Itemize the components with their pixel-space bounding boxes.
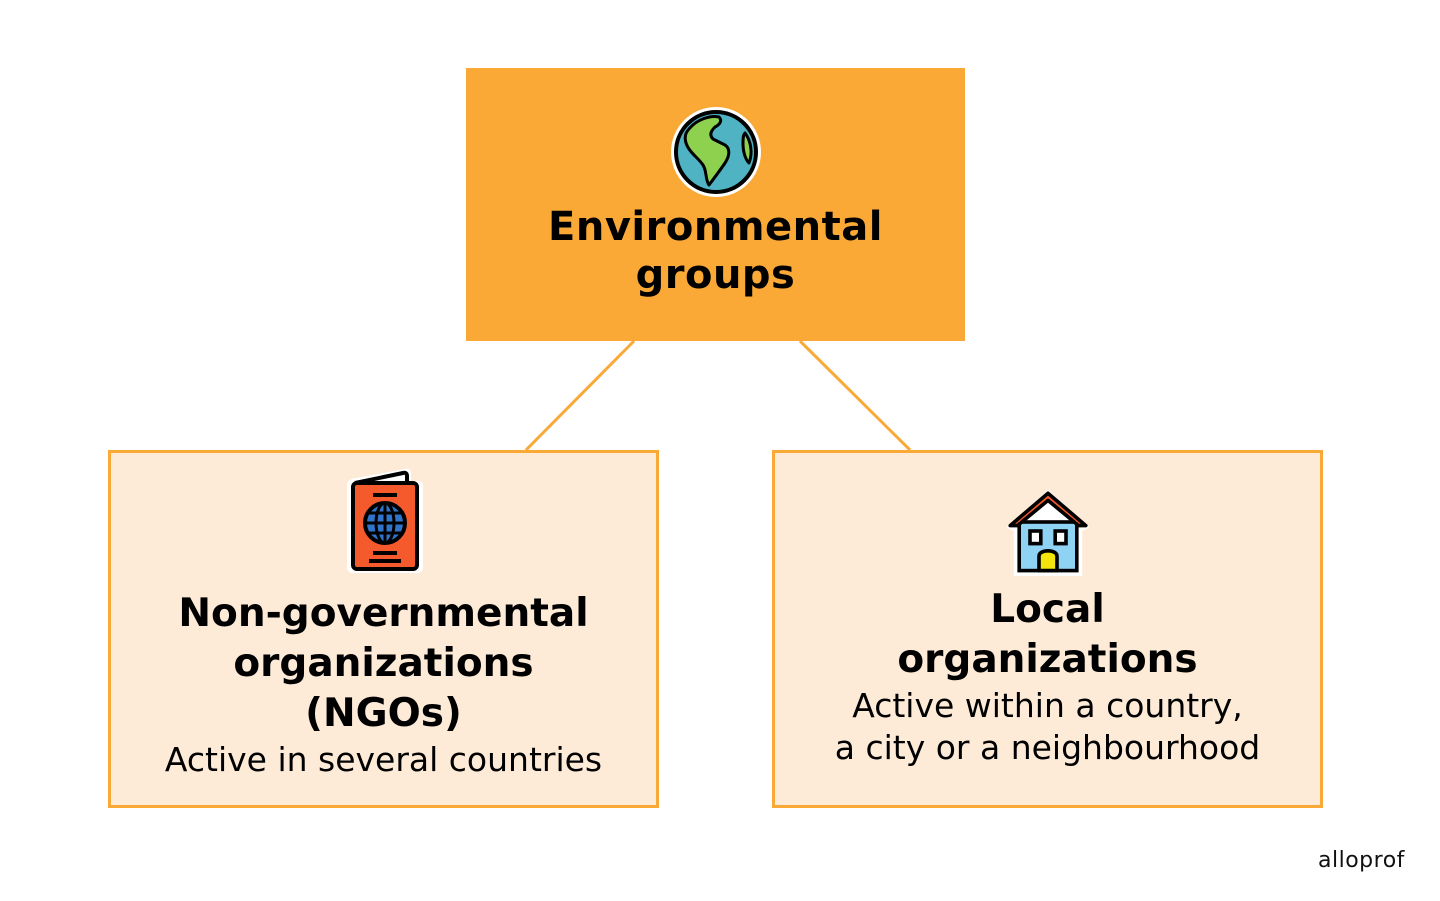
- child-node-ngo: Non-governmental organizations (NGOs) Ac…: [108, 450, 659, 808]
- globe-icon: [670, 107, 761, 197]
- local-organizations-title: Local organizations: [897, 587, 1198, 682]
- root-node-environmental-groups: Environmental groups: [466, 68, 965, 341]
- alloprof-logo: alloprof: [1318, 848, 1405, 873]
- house-icon: [1006, 489, 1089, 576]
- ngo-title: Non-governmental organizations (NGOs): [178, 591, 589, 736]
- connector-root-to-ngo: [524, 339, 636, 452]
- root-title: Environmental groups: [548, 204, 883, 298]
- passport-icon: [346, 468, 423, 573]
- connector-root-to-local: [798, 339, 912, 452]
- ngo-description: Active in several countries: [164, 740, 603, 779]
- local-organizations-description: Active within a country, a city or a nei…: [834, 686, 1261, 767]
- child-node-local-organizations: Local organizations Active within a coun…: [772, 450, 1323, 808]
